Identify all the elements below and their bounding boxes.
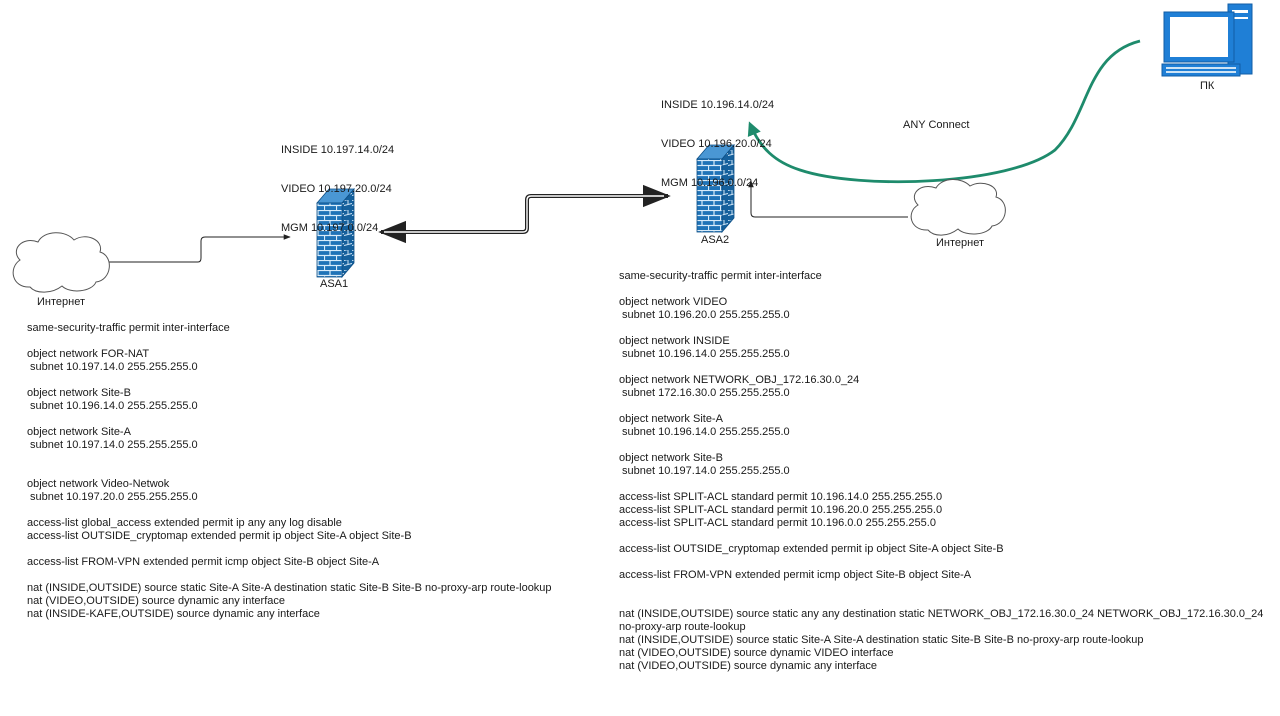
asa2-config-line	[619, 322, 1263, 335]
asa2-config-line: subnet 10.196.20.0 255.255.255.0	[619, 309, 790, 321]
asa2-config-line: subnet 10.196.14.0 255.255.255.0	[619, 348, 790, 360]
asa1-config-line: nat (INSIDE,OUTSIDE) source static Site-…	[27, 582, 552, 594]
asa1-config-line: access-list global_access extended permi…	[27, 517, 342, 529]
asa1-subnet-line: INSIDE 10.197.14.0/24	[281, 144, 395, 156]
asa2-subnets: INSIDE 10.196.14.0/24 VIDEO 10.196.20.0/…	[661, 73, 774, 203]
asa2-config-line: object network Site-B	[619, 452, 723, 464]
asa1-subnets: INSIDE 10.197.14.0/24 VIDEO 10.197.20.0/…	[281, 118, 394, 248]
asa1-config-line: access-list OUTSIDE_cryptomap extended p…	[27, 530, 412, 542]
asa1-config-line: object network Site-B	[27, 387, 131, 399]
asa1-subnet-line: VIDEO 10.197.20.0/24	[281, 183, 392, 195]
asa2-config-line: access-list FROM-VPN extended permit icm…	[619, 569, 972, 581]
asa2-config-line	[619, 283, 1263, 296]
asa2-config-line: no-proxy-arp route-lookup	[619, 621, 746, 633]
asa2-config-line	[619, 478, 1263, 491]
asa2-config-line: subnet 10.197.14.0 255.255.255.0	[619, 465, 790, 477]
asa2-config-line: object network INSIDE	[619, 335, 730, 347]
link-internet-asa1	[108, 234, 291, 263]
asa2-config-line: nat (INSIDE,OUTSIDE) source static Site-…	[619, 634, 1144, 646]
asa2-config-line: object network NETWORK_OBJ_172.16.30.0_2…	[619, 374, 860, 386]
asa1-config-line	[27, 569, 552, 582]
asa2-config-line: nat (INSIDE,OUTSIDE) source static any a…	[619, 608, 1264, 620]
asa2-config-line	[619, 556, 1263, 569]
asa2-config-line: access-list SPLIT-ACL standard permit 10…	[619, 517, 936, 529]
asa1-config-line	[27, 335, 552, 348]
anyconnect-label: ANY Connect	[903, 119, 970, 131]
asa1-config-line: same-security-traffic permit inter-inter…	[27, 322, 230, 334]
asa1-config-line: subnet 10.197.14.0 255.255.255.0	[27, 361, 198, 373]
pc-label: ПК	[1200, 80, 1215, 92]
asa1-subnet-line: MGM 10.197.0.0/24	[281, 222, 379, 234]
asa2-config-line	[619, 595, 1263, 608]
internet-right-label: Интернет	[936, 237, 984, 249]
asa1-label: ASA1	[320, 278, 349, 290]
cloud-icon-right	[910, 179, 1006, 236]
asa2-config-line	[619, 530, 1263, 543]
asa2-config-line	[619, 439, 1263, 452]
firewall-icon-asa1	[316, 187, 355, 279]
asa1-config-line: object network Site-A	[27, 426, 131, 438]
asa2-subnet-line: VIDEO 10.196.20.0/24	[661, 138, 772, 150]
asa2-config-line	[619, 400, 1263, 413]
asa1-config-line	[27, 374, 552, 387]
asa1-config-line	[27, 452, 552, 465]
anyconnect-link	[747, 39, 1141, 184]
asa1-config-line: object network Video-Netwok	[27, 478, 170, 490]
asa2-config-line: access-list SPLIT-ACL standard permit 10…	[619, 491, 943, 503]
link-asa1-asa2-inner	[384, 195, 664, 233]
asa2-config-line	[619, 582, 1263, 595]
asa1-config-line	[27, 465, 552, 478]
link-asa1-asa2	[378, 184, 671, 244]
asa1-config: same-security-traffic permit inter-inter…	[27, 322, 552, 621]
asa2-config-line	[619, 361, 1263, 374]
asa2-config: same-security-traffic permit inter-inter…	[619, 270, 1263, 673]
asa1-config-line	[27, 413, 552, 426]
asa1-config-line	[27, 504, 552, 517]
cloud-icon-left	[12, 232, 110, 293]
asa2-config-line: nat (VIDEO,OUTSIDE) source dynamic any i…	[619, 660, 877, 672]
firewall-icon-asa2	[696, 143, 735, 234]
asa2-config-line: access-list OUTSIDE_cryptomap extended p…	[619, 543, 1004, 555]
asa2-config-line: access-list SPLIT-ACL standard permit 10…	[619, 504, 943, 516]
asa1-config-line: nat (VIDEO,OUTSIDE) source dynamic any i…	[27, 595, 285, 607]
asa1-config-line: subnet 10.197.20.0 255.255.255.0	[27, 491, 198, 503]
asa2-config-line: nat (VIDEO,OUTSIDE) source dynamic VIDEO…	[619, 647, 894, 659]
asa2-label: ASA2	[701, 234, 730, 246]
asa2-config-line: object network Site-A	[619, 413, 723, 425]
asa1-config-line: nat (INSIDE-KAFE,OUTSIDE) source dynamic…	[27, 608, 320, 620]
desktop-computer-icon	[1161, 3, 1253, 77]
asa1-config-line: subnet 10.196.14.0 255.255.255.0	[27, 400, 198, 412]
asa2-config-line: subnet 10.196.14.0 255.255.255.0	[619, 426, 790, 438]
asa1-config-line: access-list FROM-VPN extended permit icm…	[27, 556, 380, 568]
link-internet-asa2	[748, 180, 908, 218]
internet-left-label: Интернет	[37, 296, 85, 308]
asa2-config-line: object network VIDEO	[619, 296, 728, 308]
asa2-config-line: subnet 172.16.30.0 255.255.255.0	[619, 387, 790, 399]
asa1-config-line: subnet 10.197.14.0 255.255.255.0	[27, 439, 198, 451]
asa1-config-line: object network FOR-NAT	[27, 348, 150, 360]
asa2-config-line: same-security-traffic permit inter-inter…	[619, 270, 822, 282]
asa1-config-line	[27, 543, 552, 556]
asa2-subnet-line: MGM 10.196.0.0/24	[661, 177, 759, 189]
asa2-subnet-line: INSIDE 10.196.14.0/24	[661, 99, 775, 111]
